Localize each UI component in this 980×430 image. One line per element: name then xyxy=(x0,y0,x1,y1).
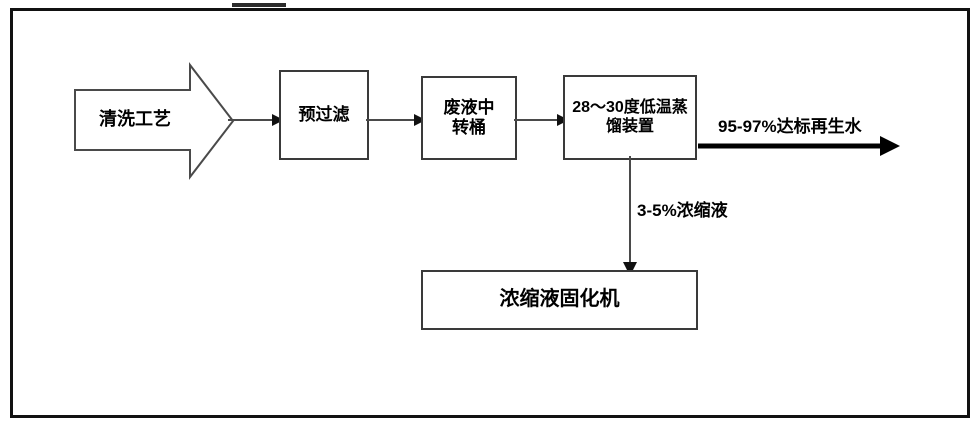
node-prefilter-label: 预过滤 xyxy=(298,104,350,124)
edge-label-concentrate: 3-5%浓缩液 xyxy=(637,201,728,220)
node-concentrate-solidifier[interactable]: 浓缩液固化机 xyxy=(421,270,698,330)
connector-source-to-prefilter xyxy=(228,114,284,126)
node-low-temp-distiller-label: 28～30度低温蒸 馏装置 xyxy=(572,98,688,135)
source-process-label: 清洗工艺 xyxy=(99,109,171,129)
block-arrow-shape xyxy=(74,62,235,180)
connector-distiller-to-solidifier xyxy=(623,156,637,276)
connector-prefilter-to-tank xyxy=(366,114,426,126)
node-low-temp-distiller[interactable]: 28～30度低温蒸 馏装置 xyxy=(563,75,697,160)
connector-tank-to-distiller xyxy=(514,114,569,126)
connector-reclaimed-water-output xyxy=(698,136,900,156)
node-waste-transfer-tank-label: 废液中 转桶 xyxy=(443,97,495,137)
node-waste-transfer-tank[interactable]: 废液中 转桶 xyxy=(421,76,517,160)
node-concentrate-solidifier-label: 浓缩液固化机 xyxy=(499,288,620,311)
edge-label-reclaimed-water: 95-97%达标再生水 xyxy=(718,117,862,136)
top-edge-mark xyxy=(232,3,286,7)
node-prefilter[interactable]: 预过滤 xyxy=(279,70,369,160)
